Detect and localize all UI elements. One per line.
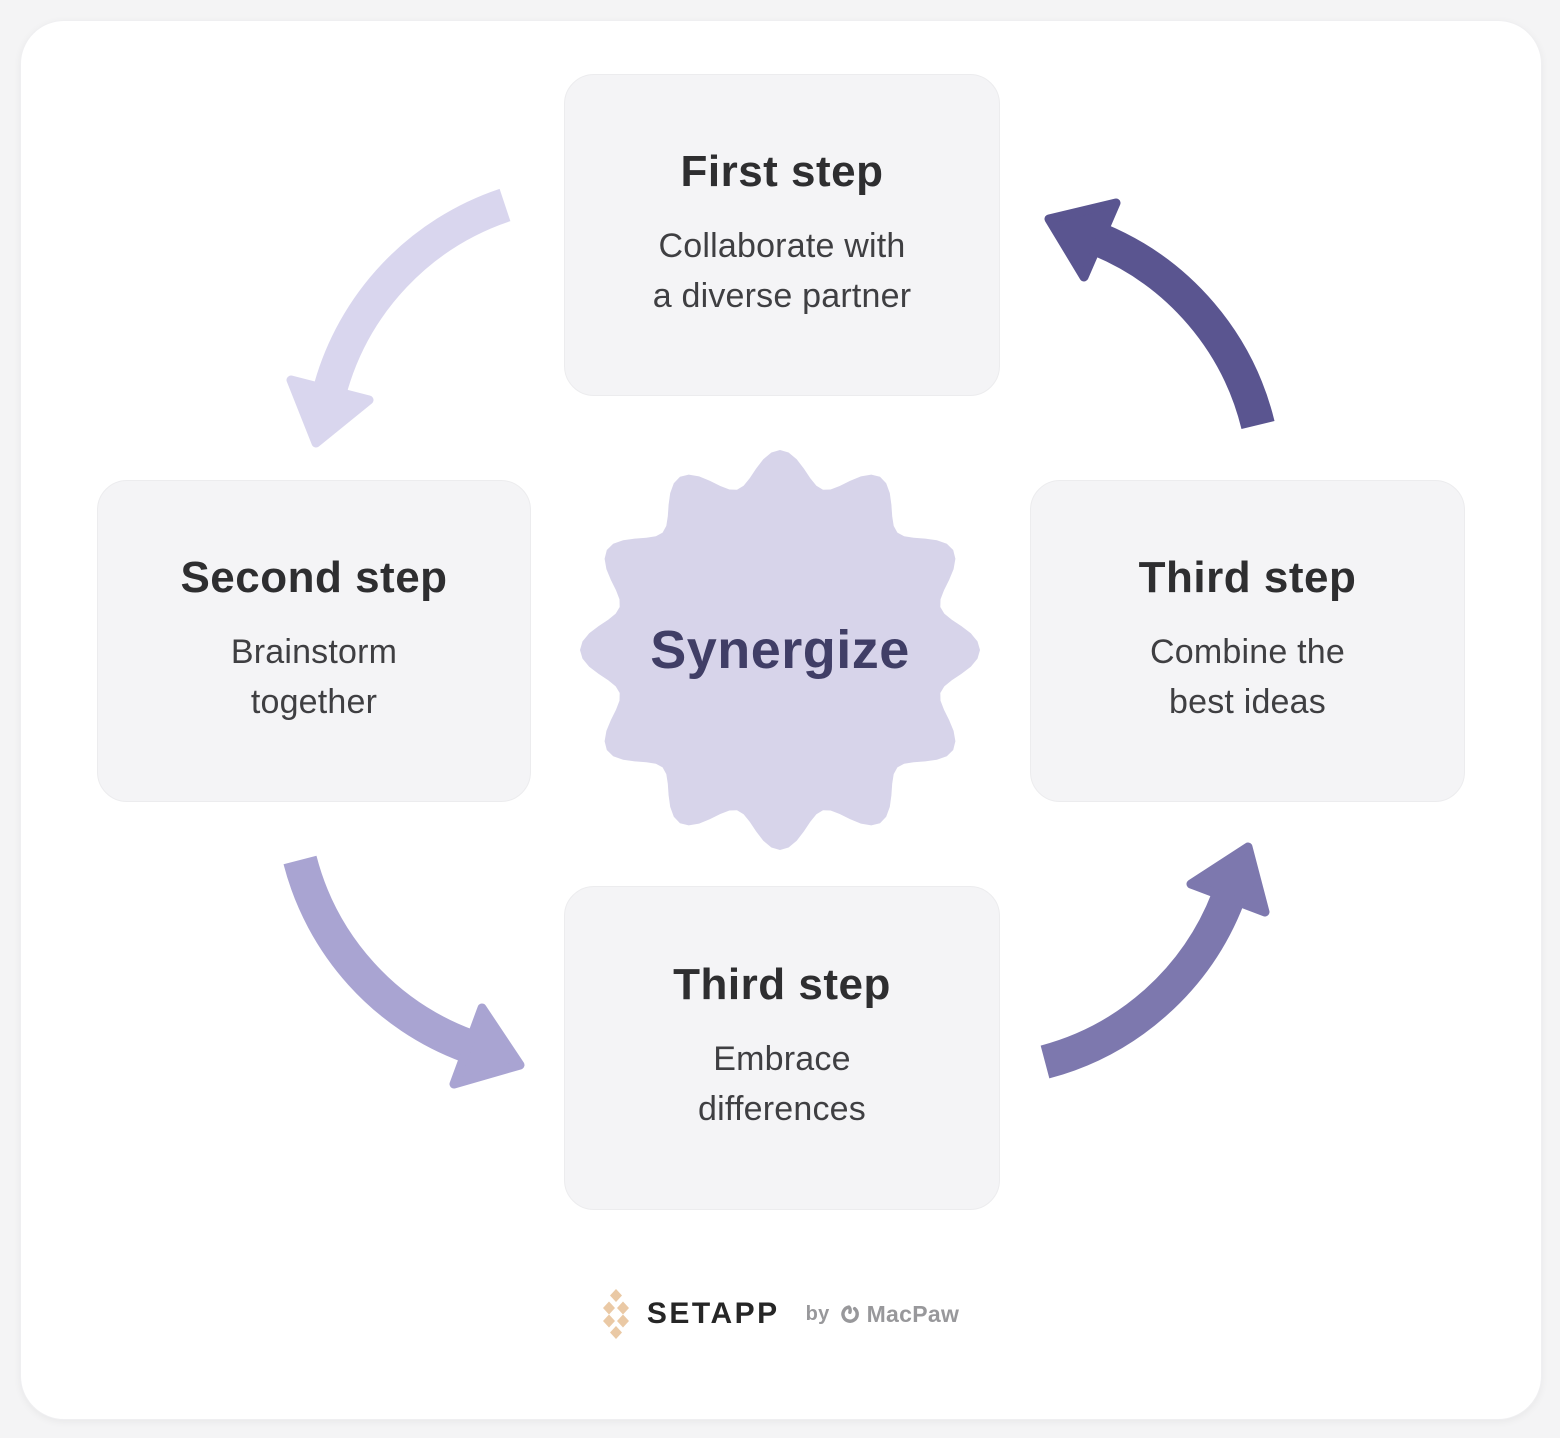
- step-card-second: Second step Brainstorm together: [97, 480, 531, 802]
- step-description: Brainstorm together: [230, 633, 398, 722]
- scalloped-badge: [580, 450, 980, 850]
- step-title: Third step: [673, 959, 891, 1009]
- step-title: Third step: [1138, 552, 1357, 602]
- macpaw-logo-icon: [840, 1305, 859, 1323]
- step-title: Second step: [180, 552, 448, 602]
- setapp-wordmark: SETAPP: [646, 1297, 780, 1330]
- arrowhead-down-icon: [286, 375, 374, 448]
- arrow-top-to-left: [286, 188, 511, 448]
- step-card-third-right: Third step Combine the best ideas: [1030, 480, 1465, 802]
- step-title: First step: [680, 146, 884, 196]
- arrowhead-up-icon: [1186, 842, 1270, 917]
- arrow-right-to-top: [1044, 198, 1275, 430]
- arrowhead-left-icon: [1044, 198, 1121, 282]
- by-label: by: [805, 1302, 830, 1325]
- setapp-diamonds-icon: [602, 1289, 629, 1339]
- step-card-first: First step Collaborate with a diverse pa…: [564, 74, 1000, 396]
- arrow-bottom-to-right: [1040, 842, 1270, 1079]
- step-description: Collaborate with a diverse partner: [652, 227, 912, 316]
- step-description: Combine the best ideas: [1150, 633, 1345, 722]
- center-badge-label: Synergize: [650, 620, 910, 680]
- step-description: Embrace differences: [698, 1040, 866, 1129]
- footer-brand-row: SETAPP by MacPaw: [0, 1286, 1560, 1342]
- macpaw-wordmark: MacPaw: [866, 1300, 960, 1327]
- arrow-left-to-bottom: [283, 855, 525, 1089]
- step-card-third-bottom: Third step Embrace differences: [564, 886, 1000, 1210]
- arrowhead-right-icon: [449, 1003, 525, 1089]
